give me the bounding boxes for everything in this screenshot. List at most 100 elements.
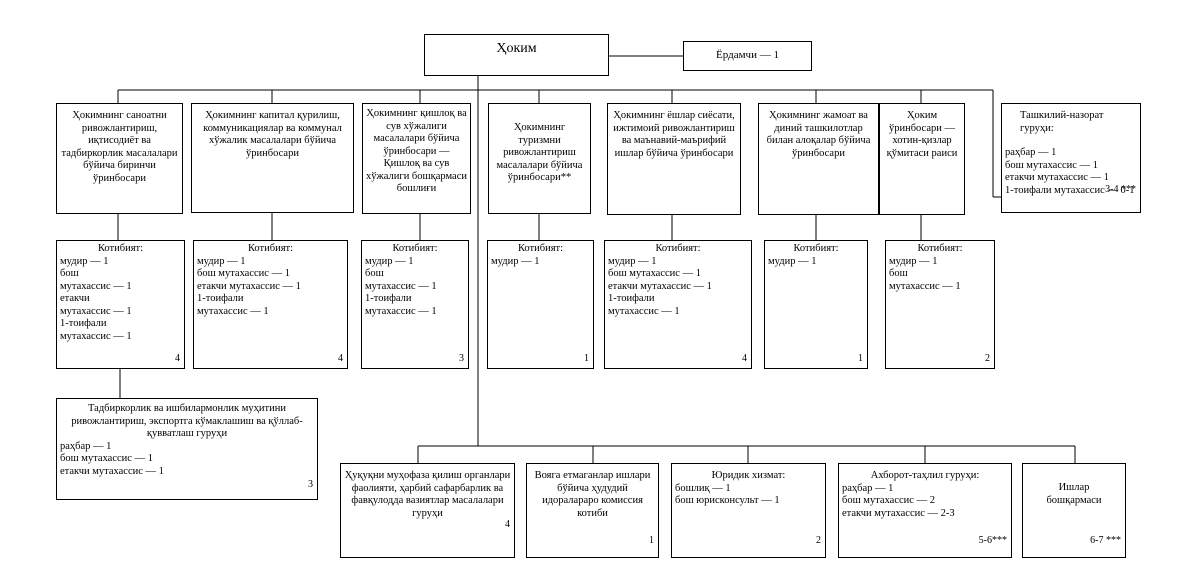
control-group-count: 3-4 ***	[1105, 183, 1136, 195]
bottom-unit-title: Вояга етмаганлар ишлари бўйича ҳудудий и…	[534, 470, 651, 519]
business-group-box: Тадбиркорлик ва ишбилармонлик муҳитини р…	[56, 398, 318, 500]
secretariat-line: бош мутахассис — 1	[608, 268, 701, 279]
secretariat-count: 4	[175, 352, 180, 364]
bottom-unit-count: 6-7 ***	[1090, 534, 1121, 546]
secretariat-box-3: Котибият: мудир — 1 бош мутахассис — 1 1…	[361, 240, 469, 369]
secretariat-line: мудир — 1	[365, 255, 414, 267]
deputy-box-1: Ҳокимнинг саноатни ривожлантириш, иқтисо…	[56, 103, 183, 214]
control-group-title: Ташкилий-назорат гуруҳи:	[1020, 110, 1104, 134]
secretariat-line: мудир — 1	[197, 255, 246, 267]
secretariat-title: Котибият:	[793, 243, 839, 254]
secretariat-count: 2	[985, 352, 990, 364]
control-group-line: раҳбар — 1	[1005, 147, 1057, 158]
secretariat-line: мудир — 1	[60, 255, 109, 267]
deputy-box-4: Ҳокимнинг туризмни ривожлантириш масалал…	[488, 103, 591, 214]
head-box: Ҳоким	[424, 34, 609, 76]
bottom-unit-count: 1	[649, 534, 654, 546]
legal-service-box: Юридик хизмат: бошлиқ — 1 бош юрисконсул…	[671, 463, 826, 558]
control-group-line: етакчи мутахассис — 1	[1005, 172, 1109, 183]
secretariat-line: бош	[60, 268, 79, 279]
secretariat-box-4: Котибият: мудир — 1 1	[487, 240, 594, 369]
secretariat-title: Котибият:	[917, 243, 963, 254]
minors-commission-box: Вояга етмаганлар ишлари бўйича ҳудудий и…	[526, 463, 659, 558]
secretariat-line: мудир — 1	[491, 255, 540, 267]
secretariat-line: мутахассис — 1	[365, 305, 437, 317]
business-group-line: етакчи мутахассис — 1	[60, 465, 164, 477]
business-group-count: 3	[308, 478, 313, 490]
deputy-box-7: Ҳоким ўринбосари — хотин-қизлар қўмитаси…	[879, 103, 965, 215]
bottom-unit-title: Юридик хизмат:	[711, 470, 786, 481]
secretariat-title: Котибият:	[655, 243, 701, 254]
bottom-unit-title: Ишлар бошқармаси	[1046, 482, 1102, 506]
deputy-label: Ҳоким ўринбосари — хотин-қизлар қўмитаси…	[886, 110, 958, 159]
secretariat-box-6: Котибият: мудир — 1 1	[764, 240, 868, 369]
secretariat-title: Котибият:	[97, 243, 144, 254]
secretariat-line: етакчи мутахассис — 1	[608, 280, 712, 292]
secretariat-box-1: Котибият: мудир — 1 бош мутахассис — 1 е…	[56, 240, 185, 369]
secretariat-count: 1	[584, 352, 589, 364]
deputy-box-5: Ҳокимнинг ёшлар сиёсати, ижтимоий ривожл…	[607, 103, 741, 215]
deputy-label: Ҳокимнинг капитал қурилиш, коммуникациял…	[203, 110, 342, 159]
secretariat-line: бош мутахассис — 1	[197, 268, 290, 279]
business-group-line: бош мутахассис — 1	[60, 453, 153, 464]
bottom-unit-line: бошлиқ — 1	[675, 482, 731, 494]
bottom-unit-title: Ахборот-таҳлил гуруҳи:	[870, 470, 980, 481]
deputy-label: Ҳокимнинг туризмни ривожлантириш масалал…	[496, 122, 583, 183]
secretariat-line: 1-тоифали	[60, 318, 107, 329]
assistant-box: Ёрдамчи — 1	[683, 41, 812, 71]
secretariat-count: 1	[858, 352, 863, 364]
secretariat-count: 4	[742, 352, 747, 364]
bottom-unit-count: 2	[816, 534, 821, 546]
bottom-unit-title: Ҳуқуқни муҳофаза қилиш органлари фаолият…	[344, 470, 511, 519]
bottom-unit-count: 5-6***	[978, 534, 1007, 546]
secretariat-line: мудир — 1	[768, 255, 817, 267]
secretariat-line: бош	[365, 268, 384, 279]
secretariat-line: бош	[889, 268, 908, 279]
deputy-box-3: Ҳокимнинг қишлоқ ва сув хўжалиги масалал…	[362, 103, 471, 214]
control-group-box: Ташкилий-назорат гуруҳи: раҳбар — 1 бош …	[1001, 103, 1141, 213]
secretariat-title: Котибият:	[392, 243, 438, 254]
secretariat-line: етакчи	[60, 293, 90, 304]
deputy-label: Ҳокимнинг жамоат ва диний ташкилотлар би…	[766, 110, 871, 159]
control-group-line: 1-тоифали мутахассис — 0-1	[1005, 184, 1135, 196]
assistant-label: Ёрдамчи — 1	[716, 49, 779, 61]
secretariat-line: мутахассис — 1	[365, 280, 437, 292]
bottom-unit-count: 4	[505, 518, 510, 530]
secretariat-line: мудир — 1	[889, 255, 938, 267]
secretariat-line: мутахассис — 1	[60, 305, 132, 317]
deputy-box-6: Ҳокимнинг жамоат ва диний ташкилотлар би…	[758, 103, 879, 215]
deputy-label: Ҳокимнинг саноатни ривожлантириш, иқтисо…	[61, 110, 178, 184]
bottom-unit-line: бош мутахассис — 2	[842, 495, 935, 506]
affairs-department-box: Ишлар бошқармаси 6-7 ***	[1022, 463, 1126, 558]
bottom-unit-line: раҳбар — 1	[842, 482, 894, 494]
secretariat-box-2: Котибият: мудир — 1 бош мутахассис — 1 е…	[193, 240, 348, 369]
secretariat-line: мудир — 1	[608, 255, 657, 267]
secretariat-line: етакчи мутахассис — 1	[197, 280, 301, 292]
secretariat-title: Котибият:	[247, 243, 294, 254]
analytics-group-box: Ахборот-таҳлил гуруҳи: раҳбар — 1 бош му…	[838, 463, 1012, 558]
business-group-title: Тадбиркорлик ва ишбилармонлик муҳитини р…	[71, 403, 303, 439]
business-group-line: раҳбар — 1	[60, 440, 112, 452]
head-title: Ҳоким	[496, 41, 537, 56]
deputy-label: Ҳокимнинг ёшлар сиёсати, ижтимоий ривожл…	[613, 110, 735, 159]
law-enforcement-group-box: Ҳуқуқни муҳофаза қилиш органлари фаолият…	[340, 463, 515, 558]
secretariat-line: 1-тоифали	[197, 293, 244, 304]
secretariat-line: мутахассис — 1	[889, 280, 961, 292]
secretariat-box-7: Котибият: мудир — 1 бош мутахассис — 1 2	[885, 240, 995, 369]
bottom-unit-line: бош юрисконсульт — 1	[675, 495, 780, 506]
control-group-line: бош мутахассис — 1	[1005, 159, 1098, 171]
secretariat-box-5: Котибият: мудир — 1 бош мутахассис — 1 е…	[604, 240, 752, 369]
secretariat-count: 4	[338, 352, 343, 364]
secretariat-line: мутахассис — 1	[60, 280, 132, 292]
deputy-box-2: Ҳокимнинг капитал қурилиш, коммуникациял…	[191, 103, 354, 213]
secretariat-title: Котибият:	[517, 243, 564, 254]
secretariat-line: 1-тоифали	[608, 293, 655, 304]
secretariat-line: мутахассис — 1	[608, 305, 680, 317]
bottom-unit-line: етакчи мутахассис — 2-3	[842, 507, 955, 519]
secretariat-line: мутахассис — 1	[60, 330, 132, 342]
secretariat-line: 1-тоифали	[365, 293, 412, 304]
deputy-label: Ҳокимнинг қишлоқ ва сув хўжалиги масалал…	[366, 108, 467, 194]
secretariat-count: 3	[459, 352, 464, 364]
secretariat-line: мутахассис — 1	[197, 305, 269, 317]
